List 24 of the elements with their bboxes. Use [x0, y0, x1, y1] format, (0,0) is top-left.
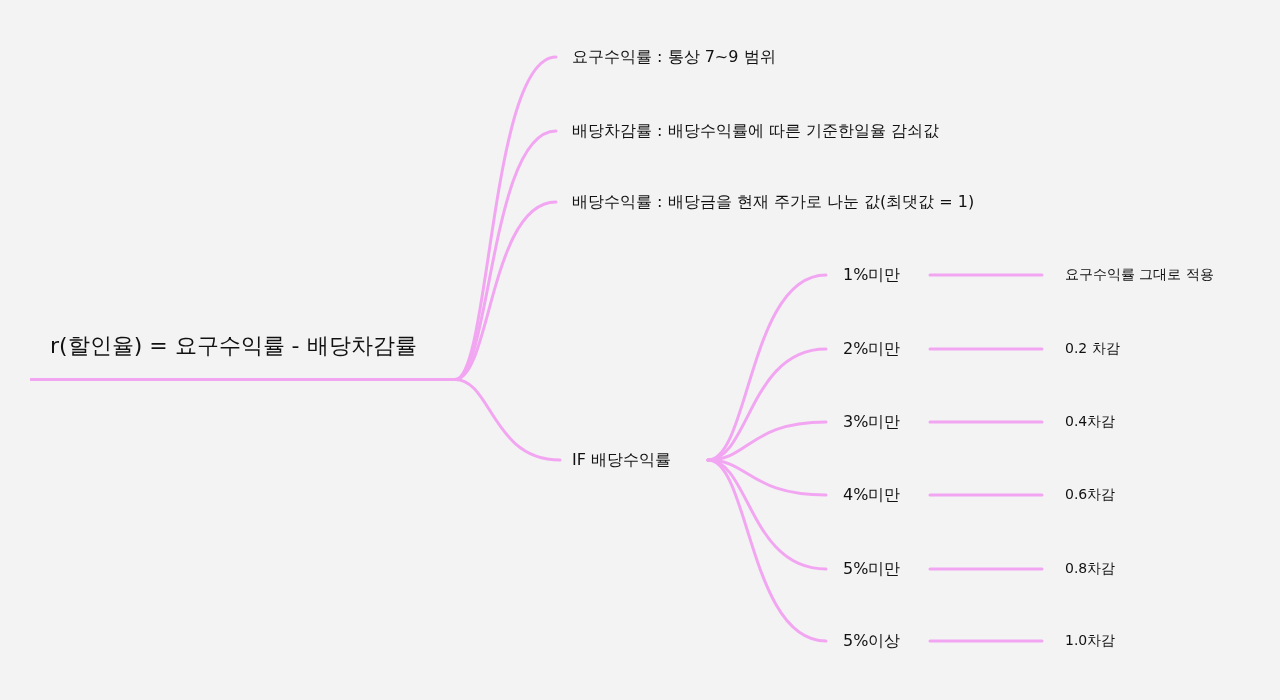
topic-label: 2%미만: [826, 334, 930, 364]
topic-label: 1%미만: [826, 260, 930, 290]
topic-label: 0.8차감: [1042, 554, 1182, 584]
branch-line: [928, 273, 1044, 277]
topic-label: 배당차감률 : 배당수익률에 따른 기준한일율 감쇠값: [556, 116, 996, 146]
branch-line: [928, 493, 1044, 497]
topic-label: 4%미만: [826, 480, 930, 510]
topic-label: 요구수익률 : 통상 7~9 범위: [556, 42, 856, 72]
topic-label: 0.4차감: [1042, 407, 1182, 437]
topic-label: 배당수익률 : 배당금을 현재 주가로 나눈 값(최댓값 = 1): [556, 187, 1006, 217]
branch-line: [928, 639, 1044, 643]
topic-label: 5%이상: [826, 626, 930, 656]
topic-label: 5%미만: [826, 554, 930, 584]
topic-label: 요구수익률 그대로 적용: [1042, 260, 1242, 290]
branch-line: [928, 420, 1044, 424]
topic-label: IF 배당수익률: [560, 445, 708, 475]
topic-label: 0.2 차감: [1042, 334, 1182, 364]
branch-line: [453, 378, 562, 462]
branch-line: [928, 567, 1044, 571]
topic-label: 3%미만: [826, 407, 930, 437]
topic-label: 1.0차감: [1042, 626, 1182, 656]
branch-line: [928, 347, 1044, 351]
root-topic: r(할인율) = 요구수익률 - 배당차감률: [30, 325, 455, 381]
topic-label: 0.6차감: [1042, 480, 1182, 510]
